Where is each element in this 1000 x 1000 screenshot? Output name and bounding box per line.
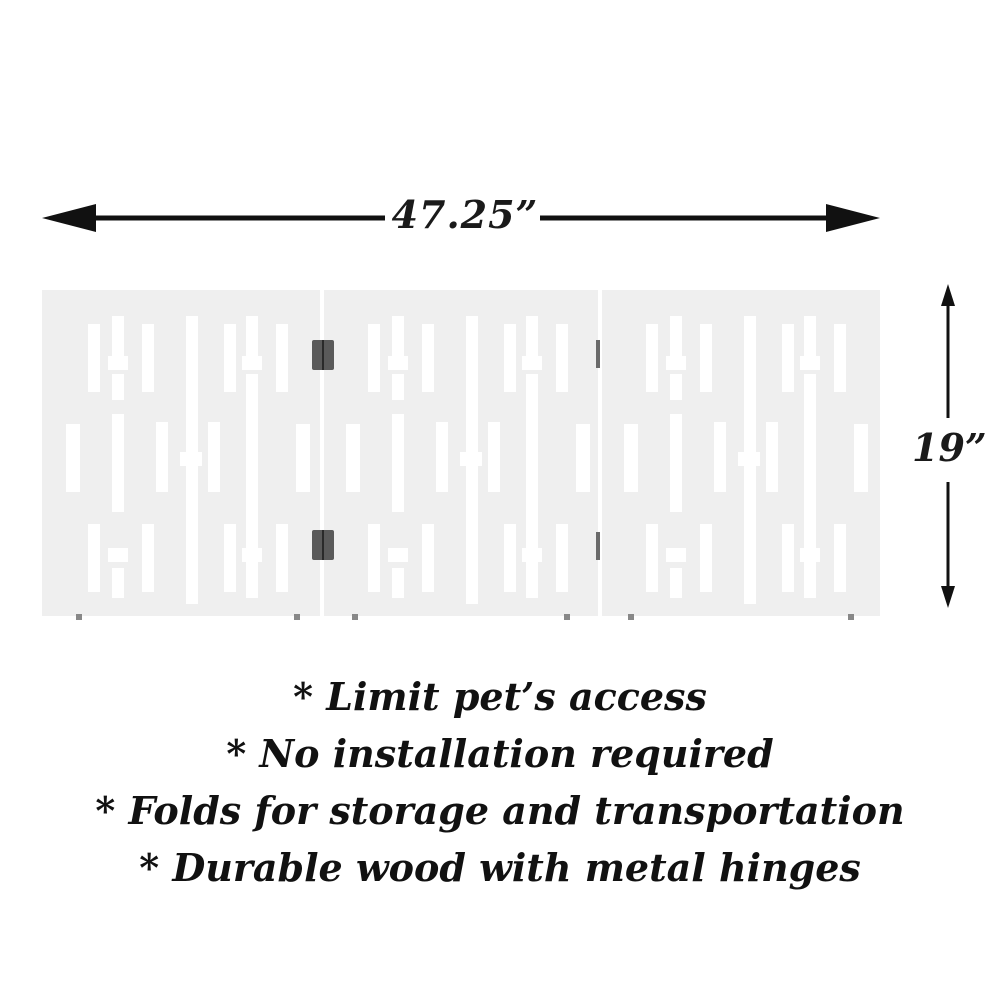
height-arrow — [941, 284, 955, 608]
width-dimension-label: 47.25” — [391, 192, 539, 237]
hinge-icon — [596, 532, 600, 560]
hinge-icon — [312, 340, 334, 370]
height-dimension-label: 19” — [912, 425, 987, 470]
gate-panel-right — [602, 290, 880, 616]
gate-panel-left — [42, 290, 320, 616]
feature-item: * Limit pet’s access — [293, 674, 707, 719]
hinge-icon — [596, 340, 600, 368]
feature-item: * No installation required — [226, 731, 774, 776]
hinge-icon — [312, 530, 334, 560]
gate-panel-middle — [324, 290, 598, 616]
feature-item: * Folds for storage and transportation — [95, 788, 905, 833]
gate-feet — [76, 614, 854, 620]
feature-item: * Durable wood with metal hinges — [139, 845, 861, 890]
feature-list: * Limit pet’s access * No installation r… — [0, 668, 1000, 896]
width-arrow — [42, 204, 880, 232]
